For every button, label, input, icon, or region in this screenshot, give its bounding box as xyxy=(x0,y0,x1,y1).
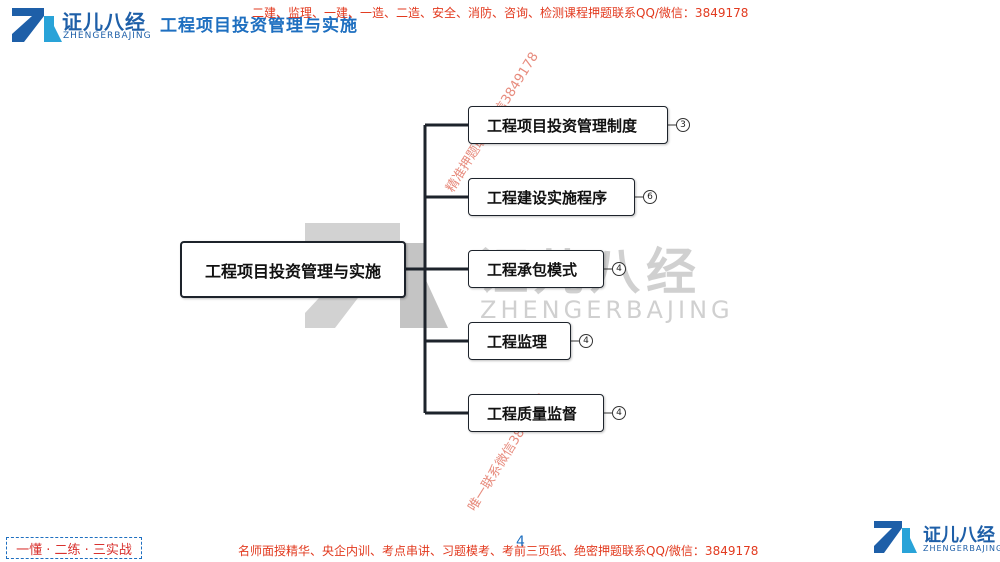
footer-brand-name-en: ZHENGERBAJING xyxy=(923,544,1000,553)
brand-name-cn: 证儿八经 xyxy=(62,10,146,34)
footer-notice: 名师面授精华、央企内训、考点串讲、习题模考、考前三页纸、绝密押题联系QQ/微信：… xyxy=(238,544,759,558)
mindmap-node-quality-supervision[interactable]: 工程质量监督 xyxy=(468,394,604,432)
mindmap-node-contracting-mode[interactable]: 工程承包模式 xyxy=(468,250,604,288)
footer-brand-name-cn: 证儿八经 xyxy=(923,525,995,546)
collapse-count-badge[interactable]: 6 xyxy=(643,190,657,204)
footer-slogan: 一懂 · 二练 · 三实战 xyxy=(6,537,142,559)
mindmap-node-supervision[interactable]: 工程监理 xyxy=(468,322,571,360)
mindmap-node-implementation-procedure[interactable]: 工程建设实施程序 xyxy=(468,178,635,216)
brand-logo-icon xyxy=(12,8,62,42)
brand-name-en: ZHENGERBAJING xyxy=(63,31,152,41)
collapse-count-badge[interactable]: 3 xyxy=(676,118,690,132)
collapse-count-badge[interactable]: 4 xyxy=(612,406,626,420)
page-number: 4 xyxy=(516,534,525,550)
collapse-count-badge[interactable]: 4 xyxy=(612,262,626,276)
mindmap-root-node[interactable]: 工程项目投资管理与实施 xyxy=(180,241,406,298)
footer-brand-logo-icon xyxy=(874,521,917,553)
watermark-brand-en: ZHENGERBAJING xyxy=(480,296,734,324)
page-title: 工程项目投资管理与实施 xyxy=(160,16,358,36)
mindmap-node-investment-system[interactable]: 工程项目投资管理制度 xyxy=(468,106,668,144)
top-notice: 二建、监理、一建、一造、二造、安全、消防、咨询、检测课程押题联系QQ/微信：38… xyxy=(252,6,749,20)
collapse-count-badge[interactable]: 4 xyxy=(579,334,593,348)
